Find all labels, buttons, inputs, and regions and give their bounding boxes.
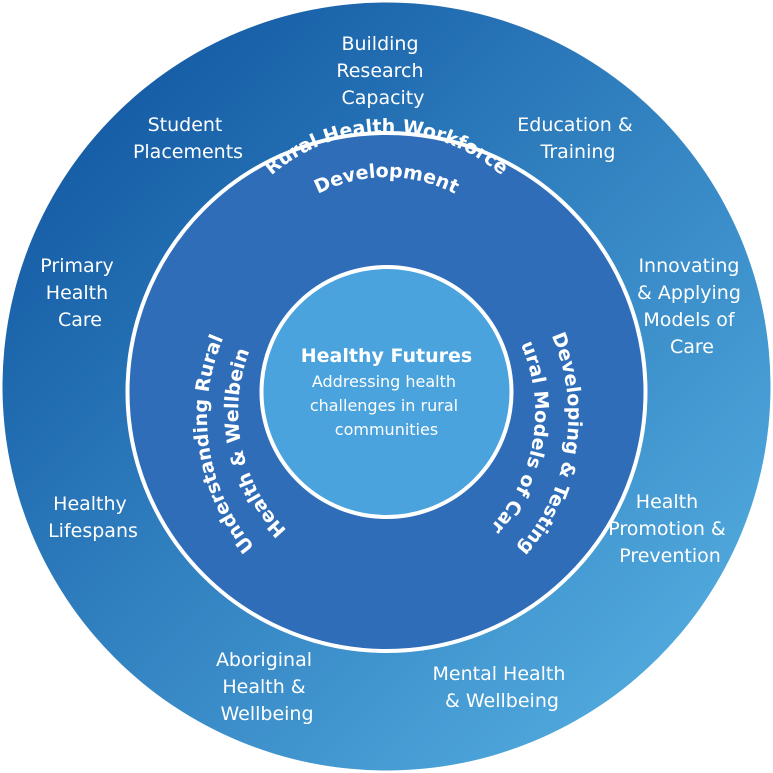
center-subtitle: Addressing health challenges in rural co…: [310, 372, 463, 439]
outer-ring-labels: Building Research Capacity Education & T…: [40, 33, 747, 725]
label-aboriginal-health-wellbeing: Aboriginal Health & Wellbeing: [216, 649, 318, 725]
label-student-placements: Student Placements: [133, 114, 243, 163]
center-title: Healthy Futures: [301, 345, 472, 367]
label-innovating-applying-models: Innovating & Applying Models of Care: [637, 255, 747, 358]
label-building-research-capacity: Building Research Capacity: [336, 33, 429, 109]
center-disc: [259, 265, 514, 519]
label-primary-health-care: Primary Health Care: [40, 255, 119, 331]
label-mental-health-wellbeing: Mental Health & Wellbeing: [433, 663, 572, 712]
center-labels: Healthy Futures Addressing health challe…: [301, 345, 472, 439]
label-health-promotion-prevention: Health Promotion & Prevention: [608, 491, 732, 567]
label-healthy-lifespans: Healthy Lifespans: [48, 493, 138, 542]
label-education-training: Education & Training: [517, 114, 639, 163]
